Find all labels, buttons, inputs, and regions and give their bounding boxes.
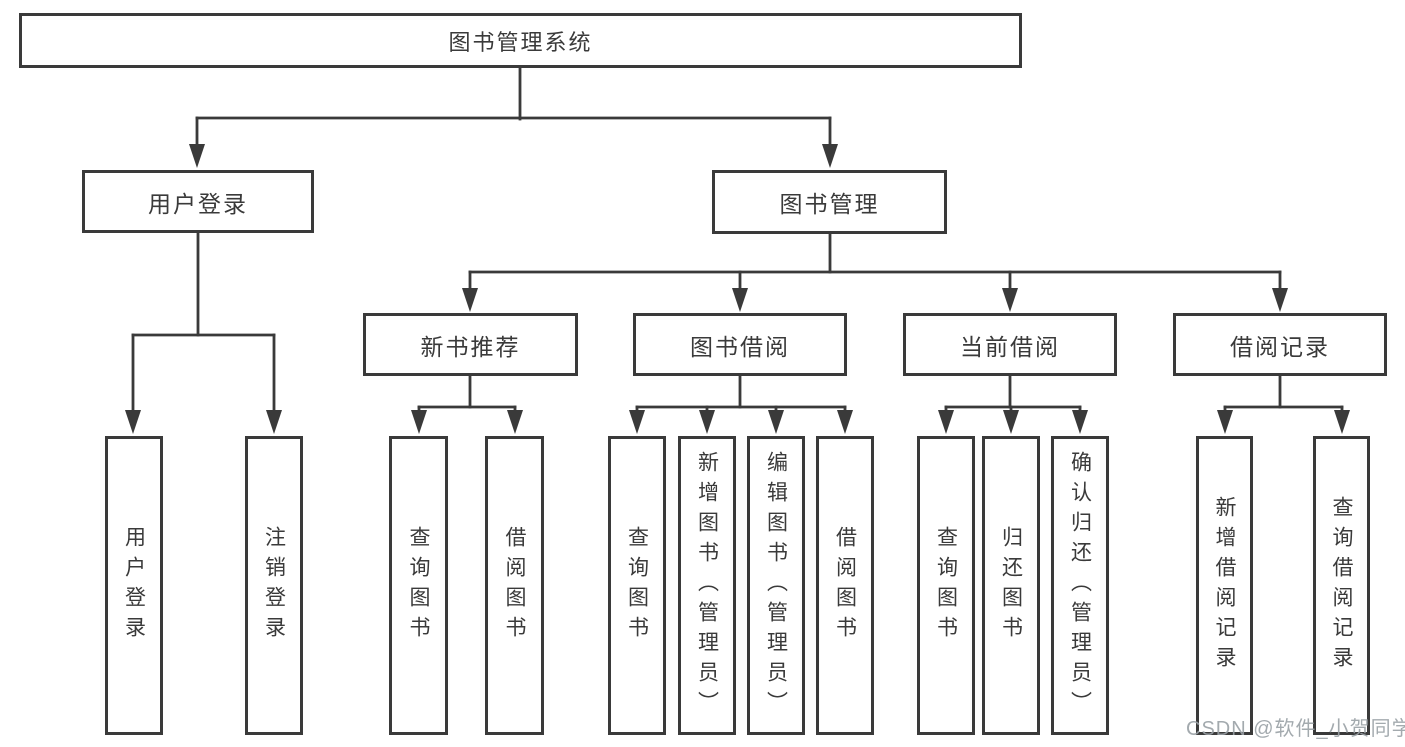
leaf-query-books-borrow-label: 查询图书 [625, 525, 649, 646]
leaf-edit-book-admin: 编辑图书（管理员） [747, 436, 805, 735]
leaf-add-book-admin-label: 新增图书（管理员） [695, 450, 719, 721]
node-current-borrowing: 当前借阅 [903, 313, 1117, 376]
node-user-login: 用户登录 [82, 170, 314, 233]
leaf-borrow-books-label: 借阅图书 [833, 525, 857, 646]
node-book-management-label: 图书管理 [779, 191, 880, 217]
leaf-confirm-return-admin-label: 确认归还（管理员） [1068, 450, 1092, 721]
leaf-query-books-newbook: 查询图书 [389, 436, 448, 735]
leaf-user-login-label: 用户登录 [122, 525, 146, 646]
leaf-query-books-borrow: 查询图书 [608, 436, 666, 735]
leaf-return-books-label: 归还图书 [999, 525, 1023, 646]
node-borrowing-records-label: 借阅记录 [1230, 333, 1330, 360]
leaf-add-borrow-record-label: 新增借阅记录 [1213, 495, 1236, 676]
leaf-borrow-books: 借阅图书 [816, 436, 874, 735]
leaf-borrow-books-newbook: 借阅图书 [485, 436, 544, 735]
leaf-borrow-books-newbook-label: 借阅图书 [503, 525, 526, 646]
node-book-borrowing-label: 图书借阅 [690, 333, 790, 360]
arrowhead-icons [125, 144, 1350, 434]
leaf-query-books-current: 查询图书 [917, 436, 975, 735]
leaf-query-borrow-record: 查询借阅记录 [1313, 436, 1370, 735]
leaf-query-books-current-label: 查询图书 [934, 525, 958, 646]
leaf-user-login: 用户登录 [105, 436, 163, 735]
leaf-query-borrow-record-label: 查询借阅记录 [1330, 495, 1353, 676]
node-book-borrowing: 图书借阅 [633, 313, 847, 376]
node-user-login-label: 用户登录 [148, 190, 248, 217]
leaf-logout-label: 注销登录 [262, 525, 286, 646]
node-book-management: 图书管理 [712, 170, 947, 234]
leaf-add-borrow-record: 新增借阅记录 [1196, 436, 1253, 735]
leaf-add-book-admin: 新增图书（管理员） [678, 436, 736, 735]
leaf-confirm-return-admin: 确认归还（管理员） [1051, 436, 1109, 735]
leaf-logout: 注销登录 [245, 436, 303, 735]
node-library-management-system: 图书管理系统 [19, 13, 1022, 68]
leaf-edit-book-admin-label: 编辑图书（管理员） [764, 450, 788, 721]
node-library-management-system-label: 图书管理系统 [448, 29, 593, 55]
node-current-borrowing-label: 当前借阅 [960, 333, 1060, 360]
node-new-book-recommendation: 新书推荐 [363, 313, 578, 376]
watermark-text: CSDN @软件_小贺同学 [1186, 718, 1405, 740]
node-new-book-recommendation-label: 新书推荐 [420, 333, 521, 360]
node-borrowing-records: 借阅记录 [1173, 313, 1387, 376]
leaf-return-books: 归还图书 [982, 436, 1040, 735]
leaf-query-books-newbook-label: 查询图书 [407, 525, 430, 646]
